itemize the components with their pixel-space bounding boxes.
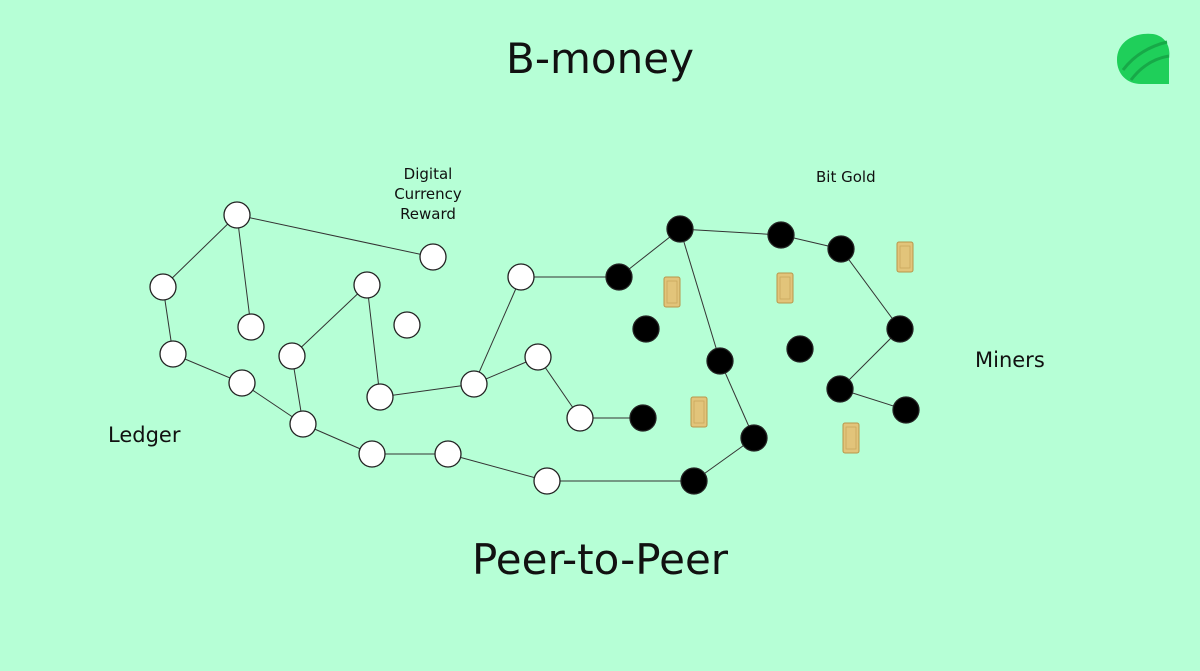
network-edge (679, 228, 782, 236)
ledger-node (353, 271, 381, 299)
ledger-node (223, 201, 251, 229)
network-edge (839, 328, 901, 390)
network-edge (679, 228, 721, 362)
ledger-node (278, 342, 306, 370)
miner-node (886, 315, 914, 343)
ledger-node (159, 340, 187, 368)
miner-node (666, 215, 694, 243)
page-subtitle: Peer-to-Peer (471, 535, 729, 584)
ledger-node (524, 343, 552, 371)
network-edge (366, 284, 381, 398)
ledger-node (289, 410, 317, 438)
ledger-node (358, 440, 386, 468)
ledger-node (507, 263, 535, 291)
network-edge (473, 276, 522, 385)
network-edge (840, 248, 901, 330)
miner-node (740, 424, 768, 452)
gold-bar-icon (842, 422, 860, 454)
miner-node (680, 467, 708, 495)
gold-bar-icon (896, 241, 914, 273)
gold-bar-icon (776, 272, 794, 304)
reward-label-line-2: Currency (394, 185, 462, 203)
ledger-node (533, 467, 561, 495)
network-edge (236, 214, 434, 258)
miner-node (767, 221, 795, 249)
ledger-node (149, 273, 177, 301)
miner-node (786, 335, 814, 363)
ledger-node (228, 369, 256, 397)
reward-label-line-1: Digital (403, 165, 453, 183)
network-edge (162, 214, 238, 288)
digital-currency-reward-label: Digital Currency Reward (383, 164, 473, 224)
leaf-logo-icon (1117, 33, 1170, 84)
network-edge (719, 360, 755, 439)
page-title: B-money (506, 34, 694, 83)
ledger-node (566, 404, 594, 432)
ledger-label: Ledger (108, 423, 181, 447)
bit-gold-label: Bit Gold (816, 168, 876, 186)
ledger-node (237, 313, 265, 341)
network-edge (291, 284, 368, 357)
network-edge (236, 214, 252, 328)
gold-bar-icon (690, 396, 708, 428)
ledger-node (434, 440, 462, 468)
miner-node (827, 235, 855, 263)
network-edge (447, 453, 548, 482)
ledger-node (419, 243, 447, 271)
ledger-node (393, 311, 421, 339)
ledger-node (366, 383, 394, 411)
miner-node (826, 375, 854, 403)
ledger-node (460, 370, 488, 398)
network-edge (379, 383, 475, 398)
miner-node (892, 396, 920, 424)
miner-node (629, 404, 657, 432)
gold-bar-icon (663, 276, 681, 308)
miner-node (605, 263, 633, 291)
reward-label-line-3: Reward (400, 205, 456, 223)
miner-node (706, 347, 734, 375)
miners-label: Miners (975, 348, 1045, 372)
miner-node (632, 315, 660, 343)
